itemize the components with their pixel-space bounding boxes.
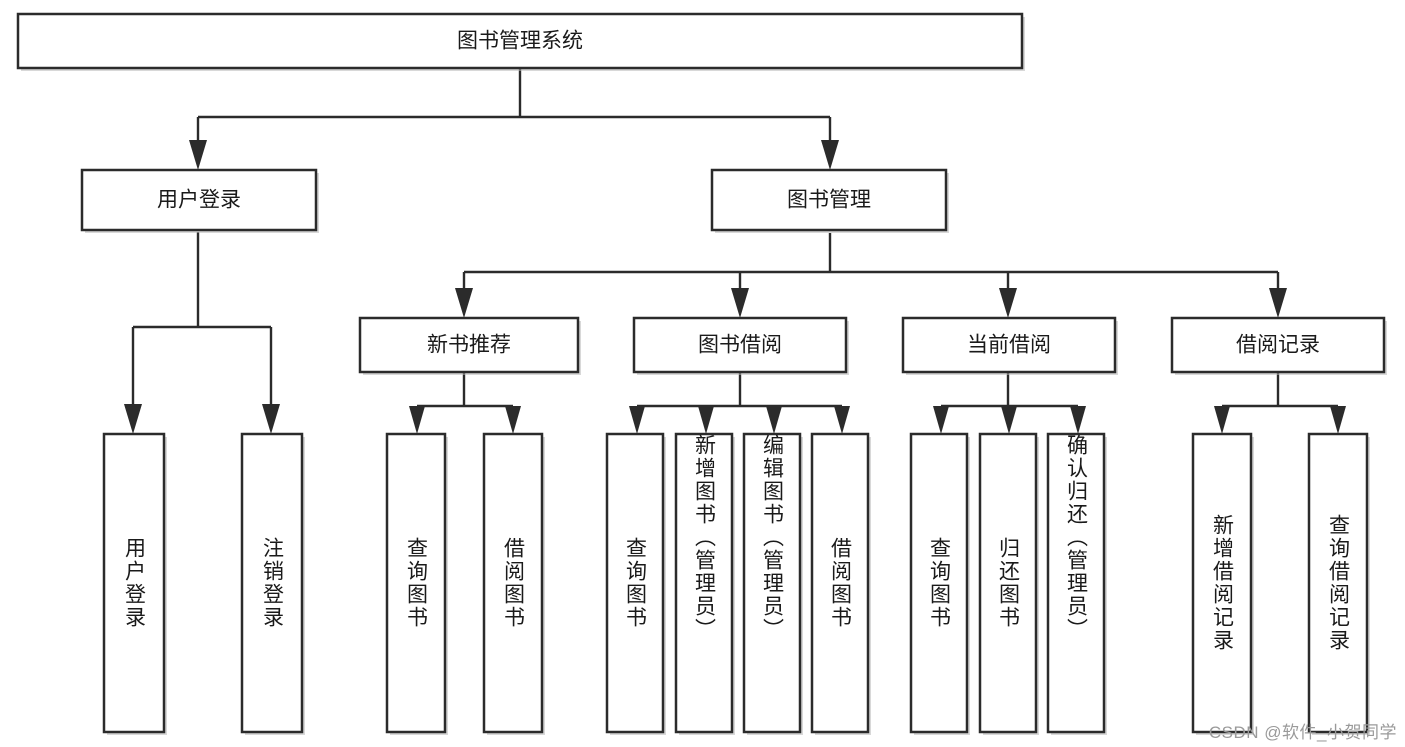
leaf-borrow-book[interactable] [810, 432, 870, 734]
arrow-recommend-to-leaf2 [505, 406, 521, 434]
node-current-borrow-label: 当前借阅 [967, 334, 1051, 357]
arrow-bookmgmt-to-n1 [455, 288, 473, 318]
arrow-record-to-leaf2 [1330, 406, 1346, 434]
node-new-book-recommend[interactable] [358, 316, 580, 374]
arrow-bookmgmt-to-n4 [1269, 288, 1287, 318]
node-book-management[interactable] [710, 168, 948, 232]
node-new-book-recommend-label: 新书推荐 [427, 334, 511, 357]
node-user-login[interactable] [80, 168, 318, 232]
node-root-label: 图书管理系统 [457, 30, 583, 53]
leaf-add-borrow-record[interactable] [1191, 432, 1253, 734]
arrow-borrow-to-leaf4 [834, 406, 850, 434]
leaf-query-book-borrow[interactable] [605, 432, 665, 734]
node-root[interactable] [16, 12, 1024, 70]
arrow-root-to-bookmgmt [821, 140, 839, 170]
arrow-record-to-leaf1 [1214, 406, 1230, 434]
arrow-current-to-leaf2 [1001, 406, 1017, 434]
leaf-query-book-recommend[interactable] [385, 432, 447, 734]
arrow-recommend-to-leaf1 [409, 406, 425, 434]
arrow-root-to-login [189, 140, 207, 170]
arrow-login-to-leaf2 [262, 404, 280, 434]
arrow-current-to-leaf3 [1070, 406, 1086, 434]
csdn-watermark: CSDN @软件_小贺同学 [1208, 723, 1397, 742]
leaf-return-book[interactable] [978, 432, 1038, 734]
leaf-edit-book-admin[interactable] [742, 432, 802, 734]
leaf-confirm-return-admin[interactable] [1046, 432, 1106, 734]
node-user-login-label: 用户登录 [157, 189, 241, 212]
node-book-management-label: 图书管理 [787, 189, 871, 212]
leaf-user-login[interactable] [102, 432, 166, 734]
arrow-borrow-to-leaf3 [766, 406, 782, 434]
leaf-query-borrow-record[interactable] [1307, 432, 1369, 734]
leaf-query-book-current[interactable] [909, 432, 969, 734]
node-borrow-record-label: 借阅记录 [1236, 334, 1320, 357]
node-book-borrow[interactable] [632, 316, 848, 374]
arrow-bookmgmt-to-n3 [999, 288, 1017, 318]
arrow-borrow-to-leaf1 [629, 406, 645, 434]
node-book-borrow-label: 图书借阅 [698, 334, 782, 357]
node-borrow-record[interactable] [1170, 316, 1386, 374]
nodes-layer: 图书管理系统 用户登录 图书管理 新书推荐 图书借阅 当前借阅 借阅记录 [16, 12, 1387, 735]
arrow-bookmgmt-to-n2 [731, 288, 749, 318]
edges-layer [124, 69, 1346, 434]
leaf-add-book-admin[interactable] [674, 432, 734, 734]
arrow-borrow-to-leaf2 [698, 406, 714, 434]
arrow-current-to-leaf1 [933, 406, 949, 434]
leaf-logout[interactable] [240, 432, 304, 734]
node-current-borrow[interactable] [901, 316, 1117, 374]
leaf-borrow-book-recommend[interactable] [482, 432, 544, 734]
arrow-login-to-leaf1 [124, 404, 142, 434]
